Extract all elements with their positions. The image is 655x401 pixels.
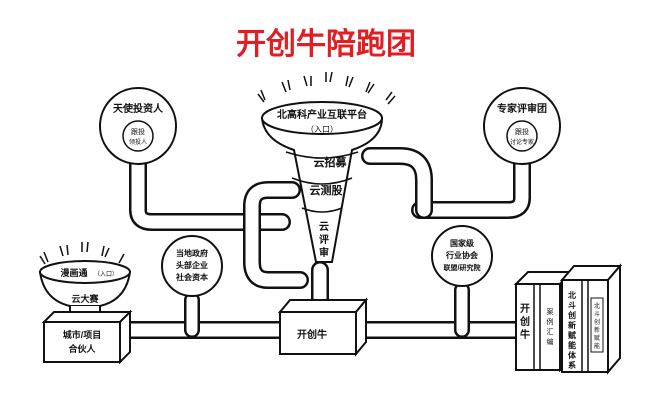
funnel-stage-review-1: 云 [319, 221, 329, 233]
left-bowl-base-label: 云大赛 [71, 293, 99, 304]
beidou-spine-4: 新 [568, 320, 576, 330]
left-bowl-name: 漫画通 [60, 267, 87, 278]
funnel-stage-test: 云测股 [310, 183, 344, 197]
beidou-side-5: 赋 [594, 335, 600, 342]
expert-inner-2: 讨论专家 [510, 138, 534, 146]
diagram-title: 开创牛陪跑团 [236, 27, 416, 62]
tianshi-inner-2: 领投人 [129, 138, 147, 146]
beidou-side-4: 新 [594, 326, 600, 334]
tianshi-investor-node: 天使投资人 跟投 领投人 [99, 87, 177, 165]
beidou-spine-1: 北 [568, 290, 576, 300]
tianshi-inner-1: 跟投 [131, 127, 145, 136]
case-book-spine-1: 开 [520, 303, 530, 315]
case-book-side-4: 编 [547, 337, 554, 346]
beidou-side-2: 斗 [594, 311, 600, 318]
city-box-line-1: 城市/项目 [63, 329, 102, 340]
case-book-side-2: 例 [547, 317, 554, 326]
funnel-stage-recruit: 云招募 [314, 155, 348, 169]
beidou-side-3: 创 [594, 318, 600, 326]
expert-inner-1: 跟投 [515, 127, 529, 136]
funnel-entry-label: （入口） [306, 125, 338, 134]
beidou-spine-7: 体 [568, 350, 577, 360]
beidou-spine-2: 斗 [568, 301, 576, 310]
funnel-stage-review-3: 审 [319, 246, 329, 259]
kaichuangniu-box: 开创牛 [277, 297, 369, 357]
funnel-stage-review-2: 评 [319, 233, 329, 246]
investors-line-1: 当地政府 [176, 248, 208, 258]
beidou-spine-5: 赋 [568, 330, 576, 340]
national-association-node: 国家级 行业协会 联盟/研究院 [431, 225, 493, 287]
local-investors-node: 当地政府 头部企业 社会资本 [161, 235, 223, 297]
beidou-spine-6: 能 [568, 340, 576, 350]
pipe-expert-to-funnel [411, 151, 531, 219]
investors-line-3: 社会资本 [175, 272, 208, 282]
expert-panel-node: 专家评审团 跟投 讨论专家 [483, 87, 561, 165]
city-box-line-2: 合伙人 [68, 343, 96, 354]
case-book-side-1: 案 [547, 307, 554, 316]
spark-marks-left [39, 241, 125, 265]
tianshi-title: 天使投资人 [113, 102, 164, 115]
pipes [109, 147, 531, 339]
beidou-spine-8: 系 [568, 360, 576, 370]
national-line-3: 联盟/研究院 [444, 263, 481, 272]
investors-line-2: 头部企业 [176, 260, 208, 270]
beidou-spine-3: 创 [567, 310, 576, 320]
expert-title: 专家评审团 [497, 102, 547, 115]
beidou-side-1: 北 [594, 302, 600, 310]
national-line-1: 国家级 [450, 238, 475, 248]
left-bowl-node: 漫画通 （入口） 云大赛 [38, 260, 132, 323]
case-book-spine-3: 牛 [520, 328, 530, 341]
national-line-2: 行业协会 [445, 250, 478, 260]
city-partner-box: 城市/项目 合伙人 [41, 309, 133, 365]
left-bowl-entry: （入口） [94, 271, 118, 278]
case-book-spine-2: 创 [519, 315, 530, 328]
kcn-box-label: 开创牛 [297, 328, 327, 341]
pipe-loop-left [243, 181, 309, 289]
funnel-platform-name: 北高科产业互联平台 [277, 108, 367, 121]
case-book-side-3: 汇 [547, 328, 554, 336]
beidou-book: 北 斗 创 新 赋 能 体 系 北 斗 创 新 赋 能 [559, 263, 623, 375]
beidou-side-6: 能 [594, 342, 600, 350]
funnel: 北高科产业互联平台 （入口） 云招募 云测股 云 评 审 [260, 101, 384, 263]
spark-marks-top [257, 71, 396, 105]
